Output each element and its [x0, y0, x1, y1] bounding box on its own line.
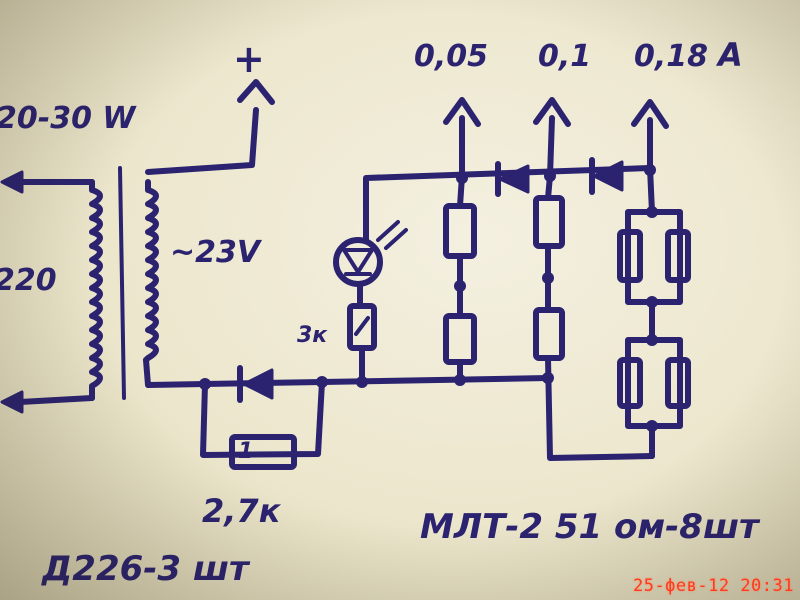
junction-dot: [454, 280, 466, 292]
rectifier-diode-icon: [242, 368, 274, 400]
resistor-0-1-bottom: [533, 307, 565, 361]
junction-dot: [356, 376, 368, 388]
resistor-0-18-b: [665, 229, 691, 283]
primary-lead-bottom-arrow-icon: [0, 390, 24, 414]
branch-0-1-up: [547, 115, 555, 179]
led-resistor-label: 3к: [297, 323, 328, 348]
junction-dot: [456, 172, 468, 184]
branch-0-1-down: [545, 355, 655, 461]
junction-dot: [542, 372, 554, 384]
junction-dot: [542, 272, 554, 284]
output-0-1-label: 0,1: [538, 39, 591, 74]
junction-dot: [316, 376, 328, 388]
branch-0-1: [533, 97, 655, 461]
junction-dot: [646, 334, 658, 346]
plus-label: +: [233, 37, 265, 81]
output-0-18-label: 0,18: [634, 39, 708, 74]
secondary-voltage-label: ~23V: [170, 235, 263, 270]
primary-lead-top-arrow-icon: [0, 170, 24, 194]
junction-dot: [544, 170, 556, 182]
transformer: [0, 166, 159, 414]
primary-coil: [89, 179, 103, 401]
parallel-pair-top: [625, 209, 683, 305]
camera-timestamp: 25-фев-12 20:31: [632, 576, 794, 596]
diode-resistor-label: 2,7к: [202, 492, 282, 530]
top-rail: [363, 165, 653, 243]
primary-lead-bottom: [17, 395, 95, 405]
rectifier-block: [200, 365, 325, 470]
positive-rail: [145, 107, 259, 175]
transformer-core: [118, 166, 126, 400]
resistor-spec-label: МЛТ-2 51 ом-8шт: [420, 507, 761, 547]
junction-dot: [644, 164, 656, 176]
resistor-0-05-bottom: [443, 313, 477, 365]
output-0-05-arrow-icon: [443, 97, 481, 127]
resistor-2k7: [229, 434, 297, 470]
led-light-rays-icon: [376, 220, 408, 250]
led-icon: [342, 248, 374, 274]
junction-dot: [454, 374, 466, 386]
resistor-0-1-top: [533, 195, 565, 249]
diode-1-icon: [498, 164, 530, 194]
resistor-marking-label: 1: [238, 439, 253, 464]
parallel-pair-bottom: [625, 337, 683, 429]
junction-dot: [646, 206, 658, 218]
secondary-coil: [143, 179, 159, 363]
power-label: 20-30 W: [0, 101, 137, 136]
resistor-3k-marking: [354, 316, 370, 336]
led-circle: [333, 237, 383, 287]
led-branch: [333, 220, 408, 385]
resistor-0-05-top: [443, 203, 477, 259]
resistor-0-18-a: [617, 229, 643, 283]
junction-dot: [646, 296, 658, 308]
junction-dot: [199, 378, 211, 390]
resistor-0-18-d: [665, 357, 691, 409]
branch-0-05: [443, 97, 481, 383]
branch-0-18: [617, 99, 691, 459]
output-0-05-label: 0,05: [414, 39, 488, 74]
output-0-18-arrow-icon: [631, 99, 669, 129]
diode-2-icon: [592, 160, 624, 192]
diode-type-label: Д226-3 шт: [41, 549, 251, 589]
output-0-1-arrow-icon: [533, 97, 571, 127]
mains-voltage-label: 220: [0, 263, 57, 298]
resistor-0-18-c: [617, 357, 643, 409]
junction-dots: [199, 164, 658, 432]
diode-bypass-loop: [200, 379, 325, 458]
ampere-unit-label: A: [715, 36, 743, 74]
positive-output-arrow-icon: [237, 79, 275, 105]
junction-dot: [646, 420, 658, 432]
